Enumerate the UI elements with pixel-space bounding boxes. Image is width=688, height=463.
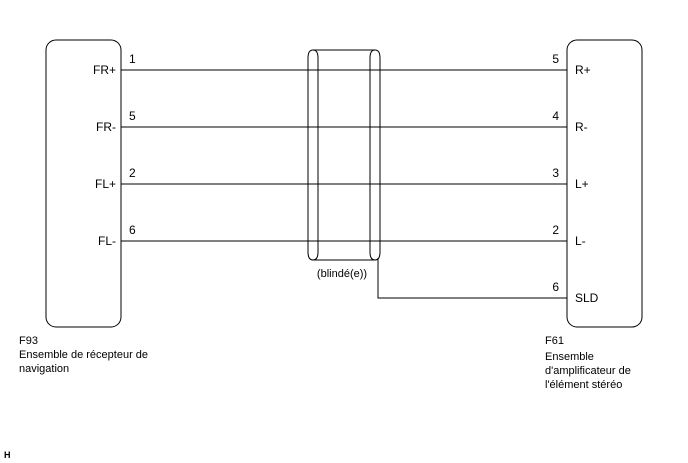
right-pin-label: R-: [575, 120, 588, 134]
right-connector-name-line: d'amplificateur de: [545, 365, 631, 377]
shield: [307, 49, 381, 261]
right-connector-code: F61: [545, 335, 564, 347]
left-pin-label: FR-: [96, 120, 116, 134]
right-pin-number: 2: [552, 223, 559, 237]
left-connector-code: F93: [19, 335, 38, 347]
left-pin-label: FL-: [98, 234, 116, 248]
left-pin-number: 6: [129, 223, 136, 237]
right-pin-label: L+: [575, 177, 589, 191]
left-pin-label: FL+: [95, 177, 116, 191]
wire-sld: [377, 258, 567, 299]
right-pin-label: SLD: [575, 291, 599, 305]
corner-mark: H: [4, 450, 11, 460]
left-connector-name-line: Ensemble de récepteur de: [19, 349, 148, 361]
right-pin-number: 4: [552, 109, 559, 123]
shield-label: (blindé(e)): [317, 268, 367, 280]
left-pin-number: 1: [129, 52, 136, 66]
left-pin-number: 2: [129, 166, 136, 180]
right-pin-number: 6: [552, 280, 559, 294]
left-pin-label: FR+: [93, 63, 116, 77]
right-connector-name-line: l'élément stéréo: [545, 379, 622, 391]
left-pin-number: 5: [129, 109, 136, 123]
right-connector-name-line: Ensemble: [545, 351, 594, 363]
right-pin-number: 5: [552, 52, 559, 66]
right-pin-label: R+: [575, 63, 591, 77]
right-pin-number: 3: [552, 166, 559, 180]
left-connector-name-line: navigation: [19, 363, 69, 375]
right-pin-label: L-: [575, 234, 586, 248]
